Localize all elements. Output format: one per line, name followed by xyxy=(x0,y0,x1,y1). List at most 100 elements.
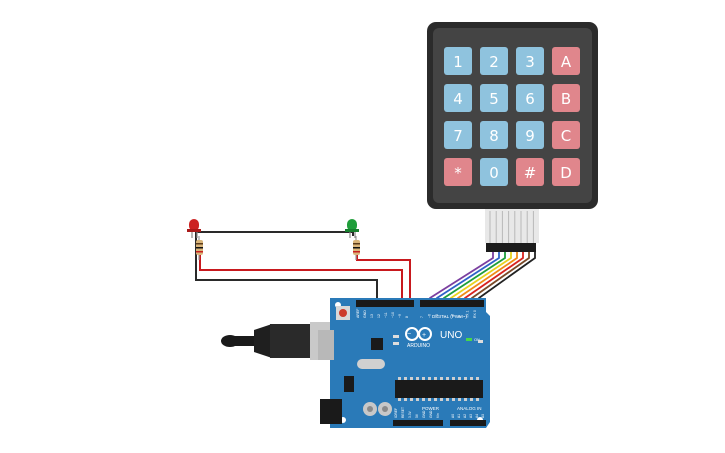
keypad-wires xyxy=(429,252,536,302)
pin-label: ~10 xyxy=(391,312,395,318)
key-cap xyxy=(480,158,508,186)
smd-3 xyxy=(478,340,483,343)
key-a[interactable]: A xyxy=(552,47,580,75)
key-cap xyxy=(444,47,472,75)
header-power xyxy=(393,420,443,426)
pin-label: 7 xyxy=(420,316,424,318)
key-label: 3 xyxy=(525,53,535,71)
key-label: * xyxy=(454,164,462,182)
key-label: 2 xyxy=(489,53,499,71)
pin-label: ~9 xyxy=(398,314,402,318)
pin-label: A3 xyxy=(469,414,473,418)
key-cap xyxy=(516,84,544,112)
pin-label: ~11 xyxy=(384,312,388,318)
chip-pin xyxy=(470,398,473,401)
crystal xyxy=(357,359,385,369)
black-wire-gnd xyxy=(195,236,378,302)
wires xyxy=(195,231,536,302)
key-4[interactable]: 4 xyxy=(444,84,472,112)
chip-pin xyxy=(446,377,449,380)
pin-label: A5 xyxy=(481,414,485,418)
key-label: D xyxy=(560,164,572,182)
key-cap xyxy=(480,47,508,75)
red-led[interactable] xyxy=(187,219,201,238)
key-8[interactable]: 8 xyxy=(480,121,508,149)
power-jack xyxy=(320,399,342,424)
chip-pin xyxy=(446,398,449,401)
digital-label: DIGITAL (PWM~) xyxy=(432,314,467,319)
key-2[interactable]: 2 xyxy=(480,47,508,75)
green-led[interactable] xyxy=(345,219,359,238)
pin-label: 4 xyxy=(443,316,447,318)
key-label: 9 xyxy=(525,127,535,145)
key-5[interactable]: 5 xyxy=(480,84,508,112)
key-b[interactable]: B xyxy=(552,84,580,112)
key-3[interactable]: 3 xyxy=(516,47,544,75)
key-6[interactable]: 6 xyxy=(516,84,544,112)
key-cap xyxy=(552,47,580,75)
key-hash[interactable]: # xyxy=(516,158,544,186)
svg-text:−: − xyxy=(407,331,411,338)
pin-label: GND xyxy=(429,410,433,418)
usb-cable[interactable] xyxy=(221,322,334,360)
pin-label: ~5 xyxy=(435,314,439,318)
chip-pin xyxy=(440,398,443,401)
on-label: ON xyxy=(474,337,480,342)
pin-label: A1 xyxy=(457,414,461,418)
reset-button[interactable] xyxy=(336,306,350,320)
key-cap xyxy=(516,47,544,75)
pin-label: 13 xyxy=(370,314,374,318)
pin-label: ~3 xyxy=(450,314,454,318)
pin-label: RX 0 xyxy=(473,310,477,318)
key-c[interactable]: C xyxy=(552,121,580,149)
analog-label: ANALOG IN xyxy=(457,406,482,411)
smd-2 xyxy=(393,342,399,345)
chip-pin xyxy=(404,377,407,380)
key-label: 8 xyxy=(489,127,499,145)
key-9[interactable]: 9 xyxy=(516,121,544,149)
pin-label: AREF xyxy=(356,309,360,318)
chip-pin xyxy=(416,398,419,401)
header-top-left xyxy=(356,300,414,307)
key-1[interactable]: 1 xyxy=(444,47,472,75)
key-cap xyxy=(444,158,472,186)
pin-label: 3.3V xyxy=(408,410,412,418)
pin-label: A4 xyxy=(475,414,479,418)
key-cap xyxy=(552,158,580,186)
key-star[interactable]: * xyxy=(444,158,472,186)
power-label: POWER xyxy=(422,406,440,411)
key-label: C xyxy=(561,127,571,145)
chip-pin xyxy=(404,398,407,401)
pin-label: A0 xyxy=(451,414,455,418)
chip-pin xyxy=(416,377,419,380)
key-0[interactable]: 0 xyxy=(480,158,508,186)
key-cap xyxy=(444,121,472,149)
chip-pin xyxy=(458,398,461,401)
regulator xyxy=(344,376,354,392)
key-7[interactable]: 7 xyxy=(444,121,472,149)
key-d[interactable]: D xyxy=(552,158,580,186)
key-label: 0 xyxy=(489,164,499,182)
key-label: 6 xyxy=(525,90,535,108)
header-analog xyxy=(450,420,486,426)
small-chip xyxy=(371,338,383,350)
atmega-chip xyxy=(395,377,483,401)
chip-pin xyxy=(476,377,479,380)
on-led xyxy=(466,338,472,341)
key-label: B xyxy=(561,90,571,108)
pin-label: A2 xyxy=(463,414,467,418)
usb-jack xyxy=(318,330,334,360)
key-label: 4 xyxy=(453,90,463,108)
chip-pin xyxy=(422,377,425,380)
red-wire-led2 xyxy=(356,252,411,302)
chip-pin xyxy=(458,377,461,380)
black-wire-top xyxy=(195,231,354,236)
pin-label: Vin xyxy=(436,413,440,418)
chip-pin xyxy=(410,398,413,401)
key-cap xyxy=(552,84,580,112)
red-wire-led1 xyxy=(199,252,403,302)
